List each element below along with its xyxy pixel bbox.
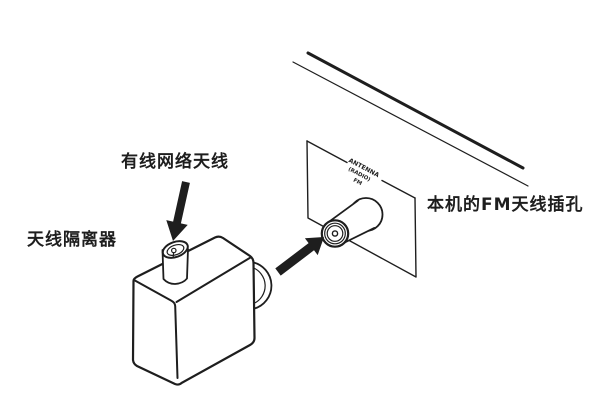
isolator-box-front-edge — [133, 279, 179, 379]
isolator-box-outline — [131, 235, 256, 386]
isolator-input-socket — [161, 240, 189, 285]
input-socket-center-pin — [171, 247, 177, 254]
isolator-output-plug — [250, 261, 273, 310]
fm-jack-center-hole — [331, 230, 339, 237]
insert-down-arrow-icon — [166, 181, 190, 241]
fm-jack — [320, 197, 384, 248]
label-wired-antenna: 有线网络天线 — [121, 152, 229, 172]
receiver-edge-lines — [292, 51, 529, 187]
receiver-edge-thick-line — [306, 51, 525, 170]
rear-panel: ANTENNA (RADIO) FM — [306, 140, 417, 278]
fm-jack-flange-ring — [324, 222, 346, 245]
label-fm-jack: 本机的FM天线插孔 — [427, 195, 584, 215]
output-plug-inner-rim — [250, 266, 266, 305]
input-socket-inner-rim — [166, 243, 185, 256]
fm-jack-body-bottom-edge — [340, 226, 376, 245]
panel-label-fm: FM — [352, 178, 363, 188]
fm-jack-flange-inner-ring — [326, 225, 344, 242]
receiver-edge-thin-line — [292, 61, 529, 187]
isolator-box — [131, 235, 273, 386]
fm-jack-body-top-edge — [327, 199, 359, 224]
isolator-box-roof-edge — [175, 256, 252, 303]
output-plug-outer-rim — [250, 261, 273, 310]
connect-right-arrow-icon — [275, 237, 324, 276]
label-antenna-isolator: 天线隔离器 — [27, 230, 117, 250]
panel-top-edge-left-segment — [306, 140, 348, 164]
rear-panel-outline — [306, 140, 417, 278]
panel-top-edge-right-segment — [381, 179, 416, 199]
